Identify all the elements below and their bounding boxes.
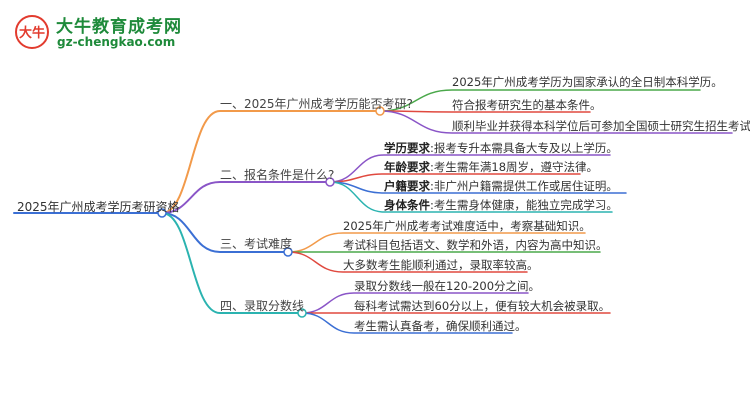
connector-line [287, 251, 528, 273]
leaf-3-2: 考试科目包括语文、数学和外语，内容为高中知识。 [343, 238, 608, 252]
branch-label-3: 三、考试难度 [220, 237, 293, 251]
leaf-3-1: 2025年广州成考考试难度适中，考察基础知识。 [343, 219, 591, 233]
connector-line [379, 89, 701, 112]
connector-line [161, 212, 289, 253]
connector-line [161, 181, 331, 214]
leaf-4-1: 录取分数线一般在120-200分之间。 [354, 279, 541, 293]
logo-mark-text: 大牛 [19, 25, 45, 41]
node-dot [325, 177, 335, 187]
node-dot [297, 308, 307, 318]
root-node-label: 2025年广州成考学历考研资格 [17, 200, 180, 214]
node-dot [375, 106, 385, 116]
branch-label-1: 一、2025年广州成考学历能否考研? [220, 97, 413, 111]
leaf-2-3: 户籍要求:非广州户籍需提供工作或居住证明。 [384, 179, 618, 193]
connector-line [161, 212, 303, 314]
connector-line [301, 312, 513, 334]
leaf-2-2: 年龄要求:考生需年满18周岁，遵守法律。 [384, 160, 599, 174]
node-dot [157, 208, 167, 218]
leaf-2-2-key: 年龄要求 [384, 160, 430, 174]
leaf-2-4: 身体条件:考生需身体健康，能独立完成学习。 [384, 198, 618, 212]
connector-line [329, 181, 613, 213]
node-dot [283, 247, 293, 257]
leaf-2-1-key: 学历要求 [384, 141, 430, 155]
leaf-4-2: 每科考试需达到60分以上，便有较大机会被录取。 [354, 299, 611, 313]
leaf-1-2: 符合报考研究生的基本条件。 [452, 98, 602, 112]
branch-label-2: 二、报名条件是什么? [220, 168, 335, 182]
connector-line [161, 110, 381, 214]
leaf-2-3-key: 户籍要求 [384, 179, 430, 193]
logo-icon: 大牛 [15, 15, 49, 49]
leaf-4-3: 考生需认真备考，确保顺利通过。 [354, 319, 527, 333]
branch-label-4: 四、录取分数线 [220, 299, 305, 313]
site-title[interactable]: 大牛教育成考网 [56, 17, 182, 37]
leaf-2-1: 学历要求:报考专升本需具备大专及以上学历。 [384, 141, 618, 155]
site-url[interactable]: gz-chengkao.com [57, 35, 176, 49]
connector-line [379, 110, 733, 134]
leaf-3-3: 大多数考生能顺利通过，录取率较高。 [343, 258, 539, 272]
leaf-2-4-key: 身体条件 [384, 198, 430, 212]
leaf-1-3: 顺利毕业并获得本科学位后可参加全国硕士研究生招生考试。 [452, 119, 750, 133]
leaf-1-1: 2025年广州成考学历为国家承认的全日制本科学历。 [452, 75, 723, 89]
